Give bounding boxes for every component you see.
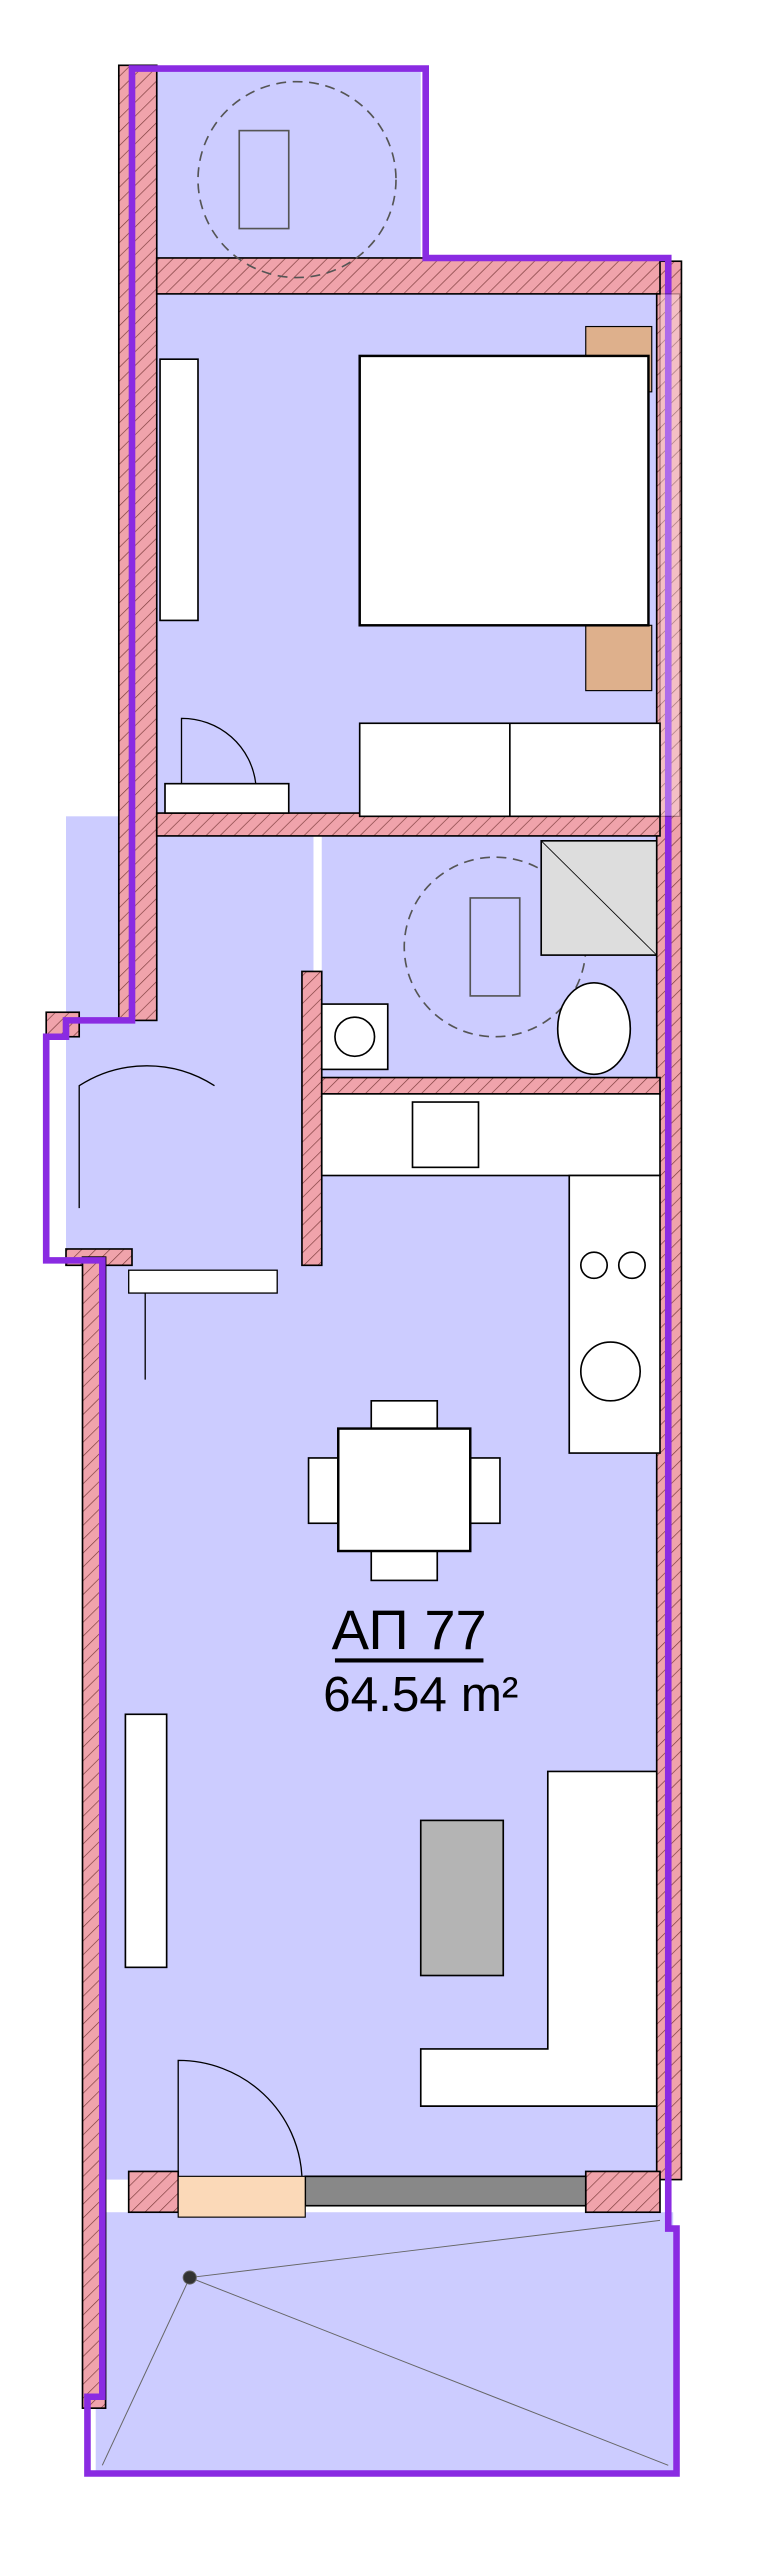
stove-burner bbox=[579, 1251, 609, 1280]
shelf-bedroom bbox=[164, 782, 290, 814]
window-bedroom bbox=[659, 293, 681, 817]
windows bbox=[177, 293, 681, 2218]
wall-top-bedroom bbox=[155, 257, 661, 295]
wall-bath-kitchen bbox=[320, 1076, 661, 1095]
bathroom-fixtures bbox=[320, 840, 658, 1076]
wall-bottom bbox=[127, 2170, 180, 2214]
washbasin bbox=[320, 1003, 389, 1071]
dining-table bbox=[337, 1427, 472, 1553]
wall-bath bbox=[301, 970, 323, 1267]
toilet bbox=[556, 982, 632, 1076]
kitchen-counter-side bbox=[568, 1174, 661, 1454]
kitchen-fixtures bbox=[320, 1093, 661, 1454]
hallway bbox=[66, 816, 314, 1261]
door-bedroom bbox=[180, 717, 257, 784]
threshold bbox=[177, 2175, 306, 2218]
wall-left-upper bbox=[117, 64, 158, 1022]
doors bbox=[78, 1065, 303, 2177]
wall-bottom-right bbox=[584, 2170, 661, 2214]
tv-unit bbox=[124, 1713, 168, 1969]
kitchen-counter bbox=[320, 1093, 661, 1177]
apartment-name: АП 77 bbox=[332, 1598, 487, 1661]
dining-chair bbox=[370, 1400, 439, 1432]
apartment-area: 64.54 m² bbox=[323, 1667, 518, 1722]
bed bbox=[358, 354, 650, 627]
apartment-outline bbox=[42, 65, 680, 2477]
wardrobe-bedroom bbox=[159, 358, 199, 622]
coffee-table bbox=[419, 1819, 505, 1977]
bedroom-furniture bbox=[159, 325, 661, 818]
stove-burner bbox=[617, 1251, 646, 1280]
dining-chair bbox=[469, 1457, 501, 1525]
living-furniture bbox=[124, 1400, 658, 2107]
nightstand-bottom bbox=[585, 624, 653, 692]
sofa bbox=[419, 1770, 658, 2107]
sink bbox=[411, 1101, 480, 1169]
balcony-lines bbox=[101, 2219, 669, 2466]
dining-chair bbox=[370, 1550, 439, 1582]
dining-chair bbox=[307, 1457, 340, 1525]
window-balcony-door bbox=[304, 2175, 587, 2207]
stove-burner bbox=[579, 1341, 642, 1402]
bottom-balcony bbox=[95, 2212, 674, 2474]
